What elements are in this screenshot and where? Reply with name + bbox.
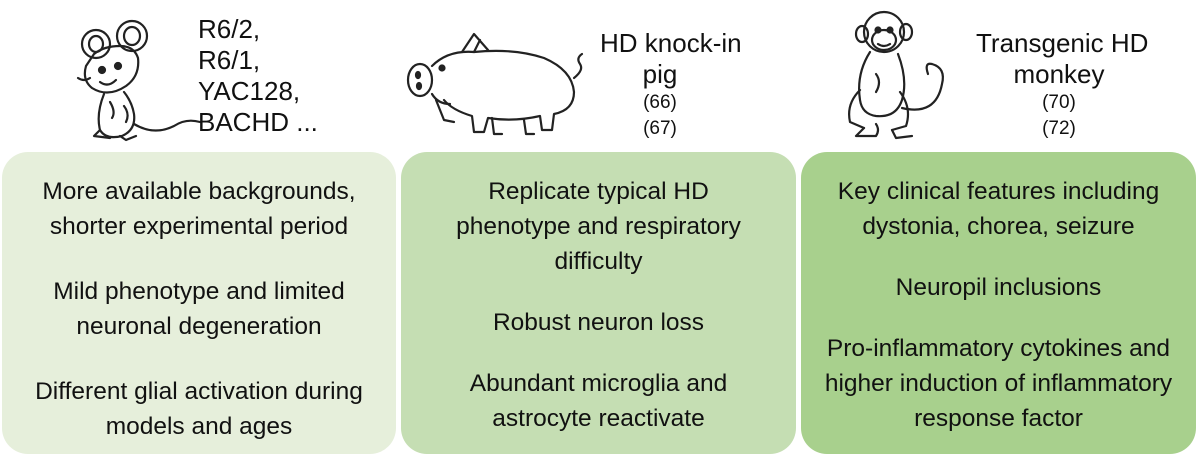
feature-text: Abundant microglia and astrocyte reactiv… [469, 370, 728, 432]
mouse-icon [74, 18, 204, 148]
feature-text: Key clinical features including dystonia… [837, 178, 1160, 240]
feature-text: Robust neuron loss [492, 309, 705, 336]
pig-reference: (66) [643, 92, 677, 113]
pig-features-panel: Replicate typical HD phenotype and respi… [401, 152, 796, 454]
mouse-model-line: YAC128, [198, 76, 301, 106]
mouse-model-line: R6/1, [198, 45, 261, 75]
mouse-model-line: BACHD ... [198, 107, 318, 137]
pig-icon [404, 30, 594, 140]
monkey-features-panel: Key clinical features including dystonia… [801, 152, 1196, 454]
feature-text: Neuropil inclusions [895, 274, 1102, 301]
feature-text: Pro-inflammatory cytokines and higher in… [824, 335, 1173, 432]
mouse-model-line: R6/2, [198, 14, 261, 44]
monkey-model-label: Transgenic HD monkey (70) (72) [976, 28, 1149, 142]
pig-reference: (67) [643, 118, 677, 139]
pig-model-line: HD knock-in [600, 28, 742, 58]
pig-model-label: HD knock-in pig (66) (67) [600, 28, 742, 142]
feature-text: More available backgrounds, shorter expe… [42, 178, 356, 240]
feature-text: Mild phenotype and limited neuronal dege… [53, 278, 345, 340]
feature-text: Replicate typical HD phenotype and respi… [456, 178, 741, 275]
mouse-features-panel: More available backgrounds, shorter expe… [2, 152, 396, 454]
feature-text: Different glial activation during models… [35, 378, 363, 440]
monkey-model-line: monkey [1013, 59, 1105, 89]
monkey-reference: (72) [1042, 118, 1076, 139]
monkey-model-line: Transgenic HD [976, 28, 1149, 58]
mouse-model-label: R6/2, R6/1, YAC128, BACHD ... [198, 14, 318, 138]
pig-model-line: pig [642, 59, 678, 89]
monkey-icon [836, 4, 966, 144]
monkey-reference: (70) [1042, 92, 1076, 113]
